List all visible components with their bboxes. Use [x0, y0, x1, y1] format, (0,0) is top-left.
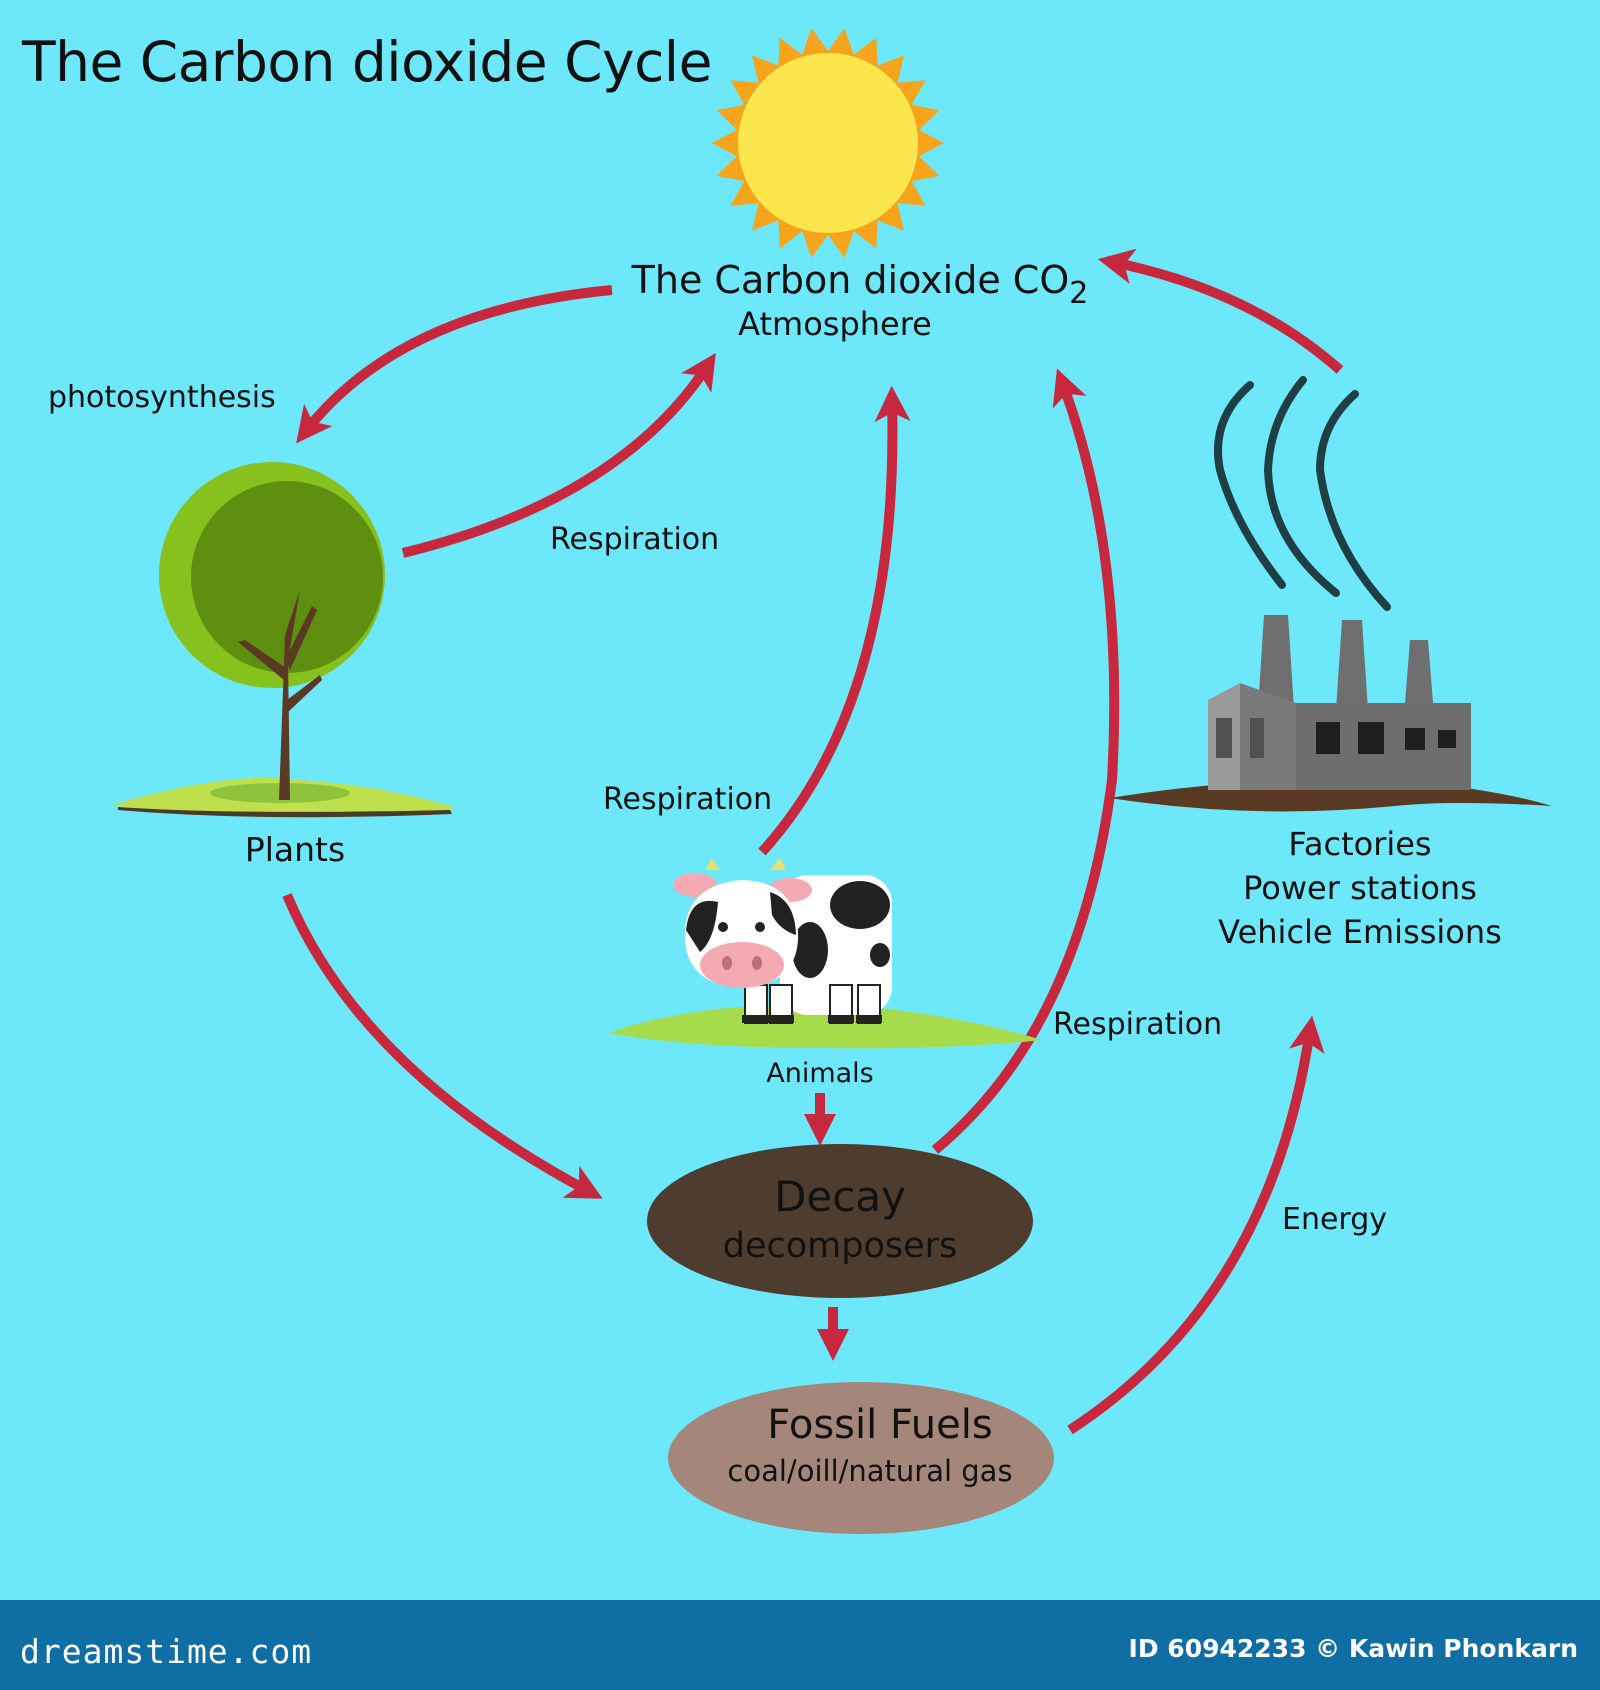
arrow-animal-respiration	[758, 385, 911, 856]
factories-line-2: Power stations	[1243, 869, 1477, 907]
node-animals-label: Animals	[766, 1058, 874, 1089]
diagram-title: The Carbon dioxide Cycle	[22, 30, 712, 94]
footer-brand: dreamstime.com	[20, 1632, 313, 1671]
atmosphere-subtitle: Atmosphere	[738, 305, 932, 343]
label-energy: Energy	[1282, 1202, 1388, 1237]
arrow-plants-to-decay	[282, 893, 603, 1199]
label-respiration-animals: Respiration	[603, 782, 773, 817]
label-photosynthesis: photosynthesis	[48, 380, 276, 415]
factories-line-1: Factories	[1288, 825, 1432, 863]
fossil-ellipse	[668, 1382, 1054, 1534]
node-factories-label: Factories Power stations Vehicle Emissio…	[1200, 822, 1520, 954]
factories-line-3: Vehicle Emissions	[1218, 913, 1502, 951]
atmosphere-title: The Carbon dioxide CO	[631, 258, 1070, 302]
arrow-decay-respiration	[931, 368, 1120, 1154]
fossil-title: Fossil Fuels	[767, 1402, 993, 1448]
fossil-subtitle: coal/oill/natural gas	[727, 1454, 1013, 1488]
label-respiration-decay: Respiration	[1053, 1007, 1223, 1042]
label-respiration-plants: Respiration	[550, 522, 720, 557]
arrow-plant-respiration	[401, 352, 716, 558]
tree-icon	[112, 462, 458, 818]
decay-subtitle: decomposers	[722, 1226, 958, 1266]
factory-icon	[1110, 376, 1552, 812]
cow-icon	[608, 858, 1042, 1049]
node-plants-label: Plants	[244, 830, 346, 869]
atmosphere-subscript: 2	[1069, 276, 1089, 311]
decay-ellipse	[647, 1144, 1033, 1298]
arrow-photosynthesis	[296, 285, 613, 444]
decay-title: Decay	[774, 1172, 906, 1221]
atmosphere-label: The Carbon dioxide CO2	[610, 258, 1110, 316]
arrow-emissions	[1097, 248, 1344, 374]
sun-icon	[712, 28, 944, 258]
footer-credit: ID 60942233 © Kawin Phonkarn	[1128, 1634, 1578, 1663]
arrow-energy	[1067, 1015, 1325, 1435]
footer-bar	[0, 1600, 1600, 1690]
